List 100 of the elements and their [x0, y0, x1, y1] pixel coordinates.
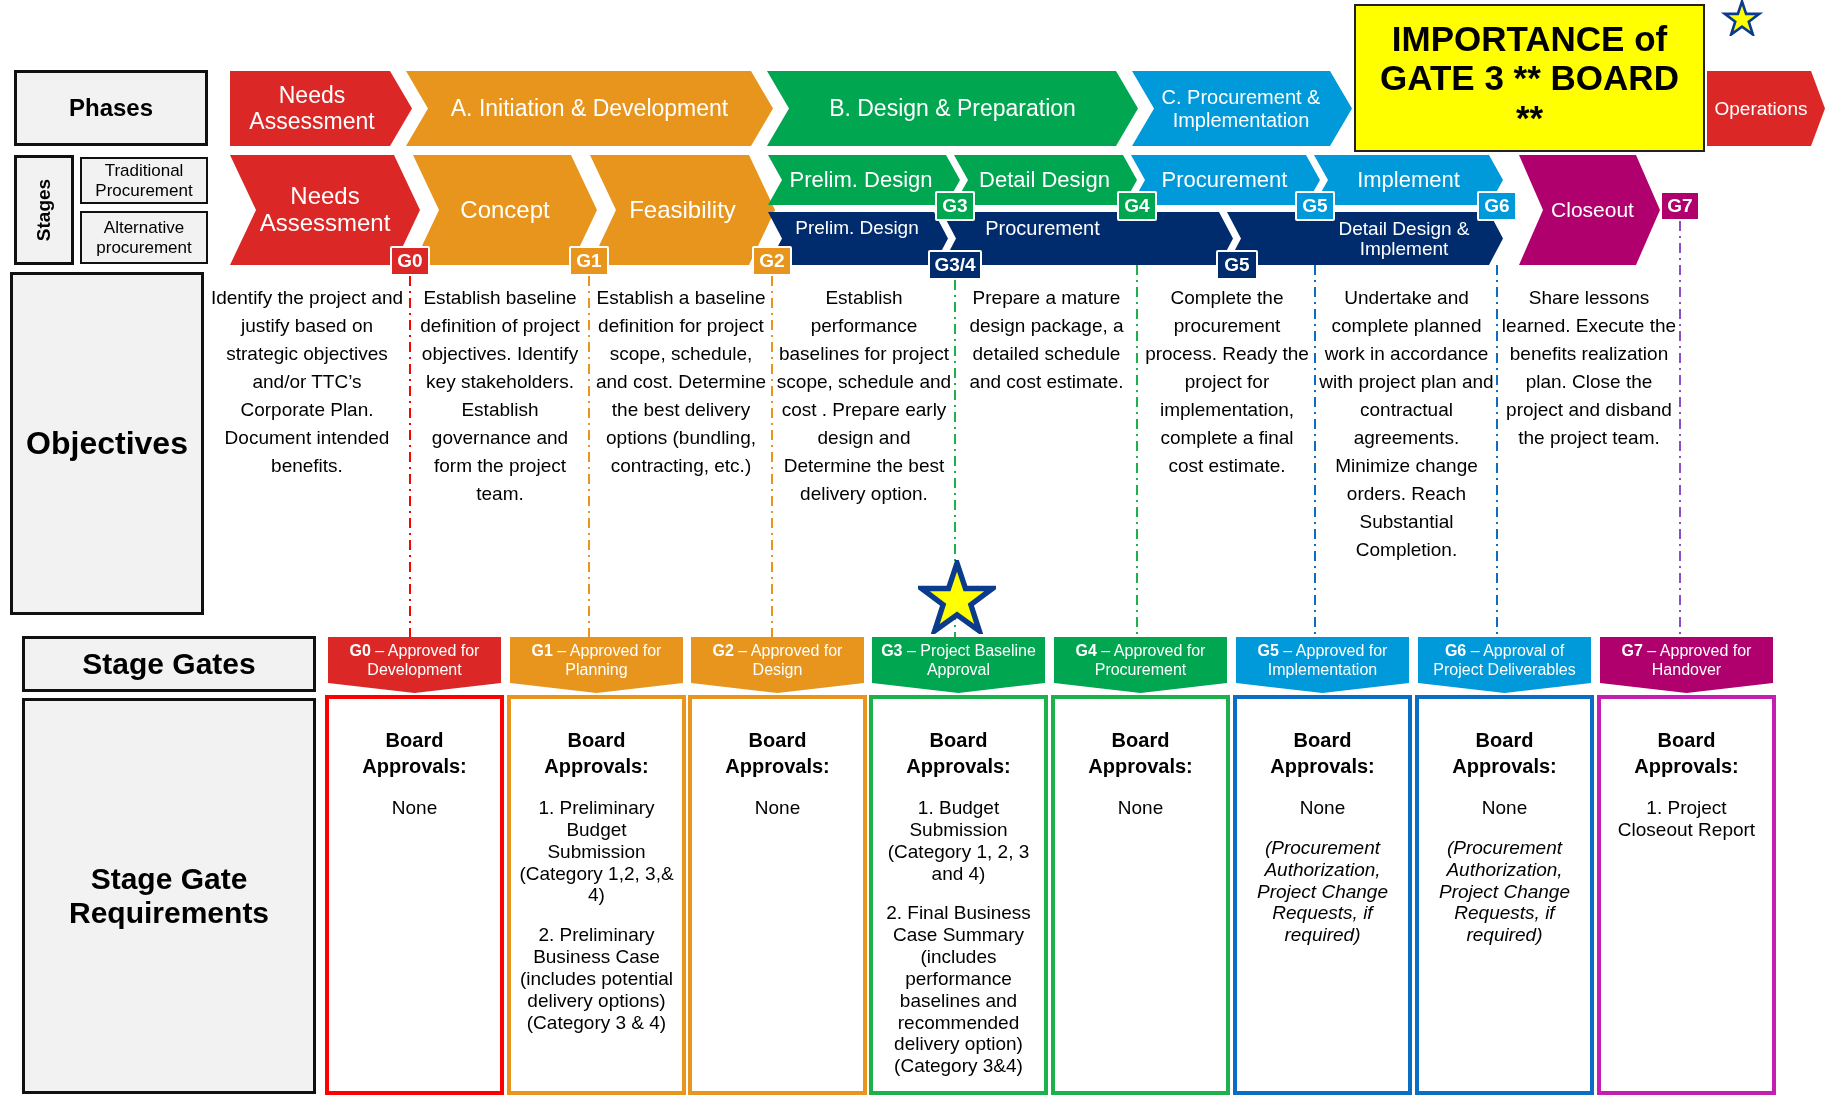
chevron-label: Implement: [1357, 167, 1460, 193]
requirements-panel: [1415, 695, 1594, 1095]
chevron-box: [1707, 71, 1825, 146]
requirements-panel: [1597, 695, 1776, 1095]
gate-header-banner: [1054, 637, 1227, 693]
gate-header-text: G1 – Approved for Planning: [530, 640, 663, 680]
objective-text: Establish baseline definition of project objectives. Identify key stakeholders. Establish governance and form the project team.: [419, 286, 581, 506]
requirement-text: 2. Preliminary Business Case (includes potential delivery options) (Category 3 & 4): [519, 924, 674, 1034]
requirement-text: None: [1117, 797, 1164, 819]
requirement-text: 1. Budget Submission (Category 1, 2, 3 and 4): [886, 797, 1031, 885]
gate-tag-label: G3/4: [934, 254, 976, 276]
row-header-box: [22, 698, 316, 1094]
row-header-box: [14, 155, 74, 265]
gate-header-banner: [872, 637, 1045, 693]
requirements-panel: [325, 695, 504, 1095]
chevron-label: Prelim. Design: [789, 167, 933, 193]
row-header-box: [80, 157, 208, 204]
gate-tag: [1117, 191, 1157, 221]
chevron-label: Needs Assessment: [248, 82, 376, 135]
chevron-box: [767, 71, 1138, 146]
gate-header-banner: [1418, 637, 1591, 693]
chevron-box: [406, 71, 773, 146]
objective-text: Undertake and complete planned work in accordance with project plan and contractual agreements. Minimize change orders. Reach Substantial Completion.: [1319, 286, 1494, 562]
row-header-text: Stage Gate Requirements: [69, 861, 269, 931]
row-header-text: Stages: [33, 178, 55, 242]
objective-text: Establish performance baselines for project scope, schedule and cost . Prepare early design and Determine the best delivery option.: [776, 286, 952, 506]
callout-box: [1354, 4, 1705, 152]
chevron-box: [1132, 71, 1352, 146]
gate-tag: [928, 250, 982, 280]
requirements-heading: Board Approvals:: [1269, 728, 1376, 779]
gate-tag-label: G1: [576, 250, 602, 272]
gate-tag-label: G4: [1124, 195, 1150, 217]
requirement-text: (Procurement Authorization, Project Change Requests, if required): [1438, 836, 1571, 947]
gate-line: [409, 275, 411, 638]
gate-header-text: G6 – Approval of Project Deliverables: [1432, 640, 1577, 680]
row-header-box: [14, 70, 208, 146]
gate-header-text: G2 – Approved for Design: [711, 640, 844, 680]
gate-tag-label: G3: [942, 195, 968, 217]
row-header-box: [10, 272, 204, 615]
requirement-text: 2. Final Business Case Summary (includes performance baselines and recommended delivery option) (Category 3&4): [885, 902, 1032, 1078]
chevron-label: Detail Design: [979, 167, 1110, 193]
row-header-box: [80, 211, 208, 264]
objective-text: Identify the project and justify based on strategic objectives and/or TTC’s Corporate Plan. Document intended benefits.: [209, 286, 405, 478]
chevron-label: Procurement: [985, 217, 1100, 240]
requirement-text: 1. Project Closeout Report: [1616, 797, 1757, 841]
gate-tag: [390, 246, 430, 276]
gate-tag-label: G6: [1484, 195, 1510, 217]
chevron-label: Needs Assessment: [258, 183, 392, 237]
requirements-heading: Board Approvals:: [905, 728, 1012, 779]
objective-text: Share lessons learned. Execute the benefits realization plan. Close the project and disband the project team.: [1501, 286, 1677, 450]
gate-header-text: G4 – Approved for Procurement: [1074, 640, 1207, 680]
requirement-text: 1. Preliminary Budget Submission (Category 1,2, 3,& 4): [519, 797, 674, 907]
requirement-text: None: [1481, 797, 1528, 819]
gate-header-text: G0 – Approved for Development: [348, 640, 481, 680]
gate-tag-label: G0: [397, 250, 423, 272]
row-header-box: [22, 636, 316, 692]
chevron-label: B. Design & Preparation: [829, 95, 1076, 122]
gate-header-banner: [510, 637, 683, 693]
objective-text: Complete the procurement process. Ready the project for implementation, complete a final cost estimate.: [1144, 286, 1310, 478]
gate-tag: [752, 246, 792, 276]
gate-tag: [1660, 191, 1700, 221]
gate-tag: [1295, 191, 1335, 221]
requirements-heading: Board Approvals:: [1087, 728, 1194, 779]
gate-tag: [569, 246, 609, 276]
row-header-text: Traditional Procurement: [94, 160, 194, 201]
gate-header-banner: [1236, 637, 1409, 693]
gate-tag-label: G2: [759, 250, 785, 272]
chevron-box: [230, 71, 412, 146]
gate-tag: [935, 191, 975, 221]
gate-line: [588, 275, 590, 638]
requirements-panel: [869, 695, 1048, 1095]
objective-text: Prepare a mature design package, a detailed schedule and cost estimate.: [968, 286, 1125, 394]
gate-tag-label: G5: [1302, 195, 1328, 217]
requirements-heading: Board Approvals:: [1633, 728, 1740, 779]
callout-text: IMPORTANCE of GATE 3 ** BOARD **: [1379, 19, 1680, 137]
gate-tag: [1477, 191, 1517, 221]
requirement-text: None: [754, 797, 801, 819]
gate-line: [954, 279, 956, 638]
gate-header-text: G7 – Approved for Handover: [1620, 640, 1753, 680]
requirements-panel: [507, 695, 686, 1095]
chevron-label: Detail Design & Implement: [1337, 218, 1471, 259]
requirement-text: None: [1299, 797, 1346, 819]
gate-tag-label: G7: [1667, 195, 1693, 217]
requirements-heading: Board Approvals:: [1451, 728, 1558, 779]
requirements-panel: [688, 695, 867, 1095]
requirement-text: None: [391, 797, 438, 819]
gate-line: [771, 275, 773, 638]
objective-text: Establish a baseline definition for project scope, schedule, and cost. Determine the best delivery options (bundling, contracting, etc.): [595, 286, 767, 478]
chevron-label: A. Initiation & Development: [450, 95, 729, 122]
row-header-text: Phases: [68, 94, 154, 122]
row-header-text: Alternative procurement: [95, 217, 193, 258]
chevron-label: Procurement: [1161, 167, 1288, 193]
chevron-label: Feasibility: [629, 196, 736, 224]
chevron-label: C. Procurement & Implementation: [1160, 86, 1322, 131]
requirement-text: (Procurement Authorization, Project Change Requests, if required): [1256, 836, 1389, 947]
requirements-heading: Board Approvals:: [724, 728, 831, 779]
row-header-text: Objectives: [26, 425, 188, 462]
gate-header-banner: [691, 637, 864, 693]
gate-tag: [1216, 250, 1258, 280]
requirements-heading: Board Approvals:: [361, 728, 468, 779]
